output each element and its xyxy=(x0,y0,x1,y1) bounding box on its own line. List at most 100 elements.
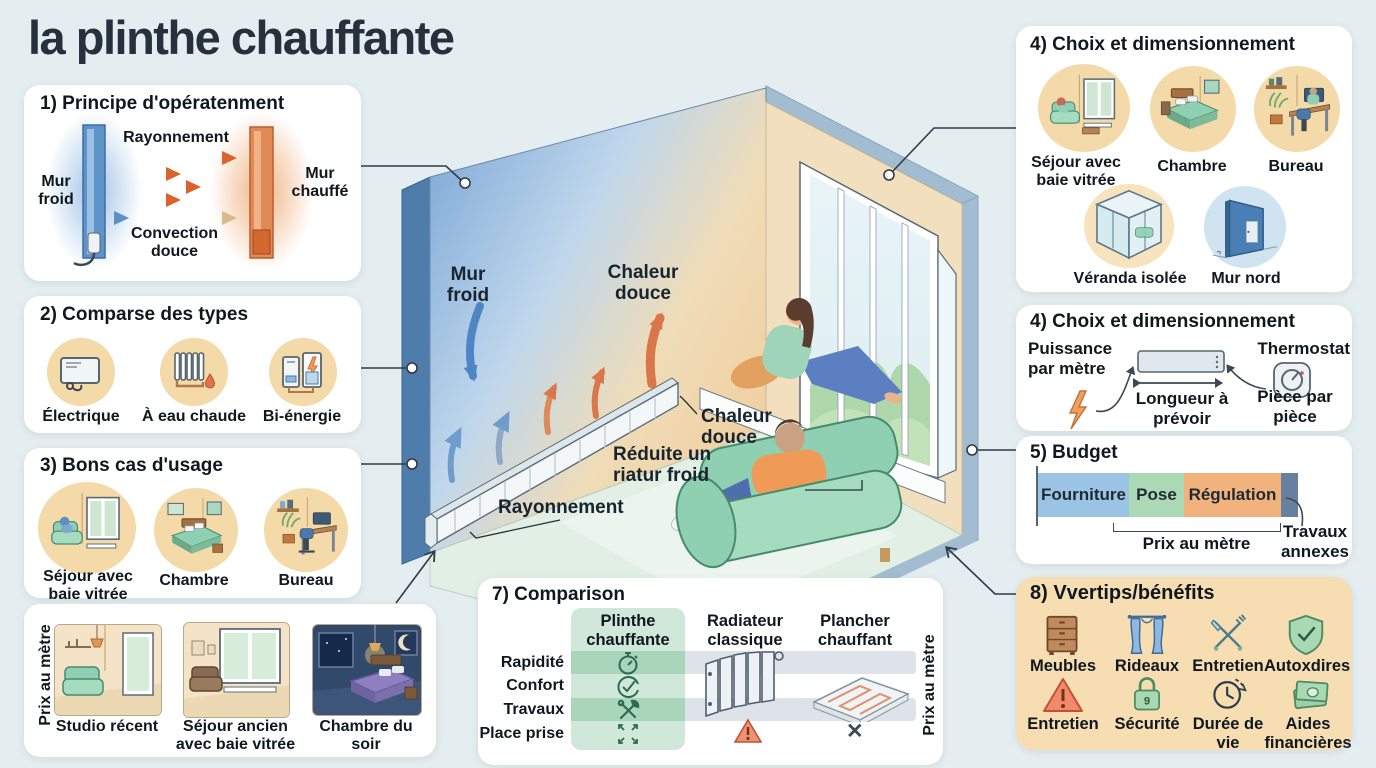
sizing-office-label: Bureau xyxy=(1268,158,1324,175)
sizing-specs-card: 4) Choix et dimensionnement Puissance pa… xyxy=(1016,305,1352,431)
office-icon xyxy=(277,496,337,555)
benefits-heading: 8) Vvertips/bénéfits xyxy=(1030,582,1215,604)
budget-seg-regulation: Régulation xyxy=(1184,473,1281,517)
bedroom-icon xyxy=(1160,75,1220,130)
studio-label: Studio récent xyxy=(55,718,159,735)
thermostat-label: Thermostat xyxy=(1257,339,1350,358)
budget-annex-curve xyxy=(1285,497,1304,527)
benefit-rideaux-label: Rideaux xyxy=(1114,657,1180,675)
types-card: 2) Comparse des types xyxy=(24,296,361,433)
radiator-classic-illustration xyxy=(705,651,784,718)
benefit-duree-label: Durée de vie xyxy=(1192,715,1264,752)
floor-heating-illustration xyxy=(812,677,910,722)
type-dual-energy-label: Bi-énergie xyxy=(262,408,342,425)
sizing-living-room-label: Séjour avec baie vitrée xyxy=(1031,154,1121,190)
scene-cold-wall-note-label: Réduite un riatur froid xyxy=(613,444,712,487)
benefit-entretien-label: Entretien xyxy=(1192,657,1264,675)
airflow-arrows xyxy=(444,302,665,483)
use-case-living-room xyxy=(38,482,136,574)
expand-arrows-icon xyxy=(618,724,638,744)
warning-icon xyxy=(1043,678,1083,712)
woman-on-window-seat xyxy=(730,297,902,404)
principle-card: 1) Principe d'opératenment xyxy=(24,85,361,281)
plinthe-column-highlight xyxy=(571,608,685,750)
plinthe-cell-rapidite xyxy=(571,651,685,674)
type-electric-label: Électrique xyxy=(42,408,120,425)
scene-warm-air-right-label: Chaleur douce xyxy=(701,406,772,449)
budget-annex-label: Travaux annexes xyxy=(1280,522,1350,561)
comparison-row-place: Place prise xyxy=(479,725,565,742)
comparison-col-plancher: Plancher chauffant xyxy=(817,612,893,649)
benefits-card: 8) Vvertips/bénéfits xyxy=(1016,577,1352,752)
veranda-icon xyxy=(1094,189,1164,260)
baseboard-heater xyxy=(424,377,679,549)
budget-card: 5) Budget Fourniture Pose Régulation Pri… xyxy=(1016,436,1352,564)
padlock-icon: 9 xyxy=(1134,677,1160,711)
use-case-bedroom-label: Chambre xyxy=(159,572,229,589)
sizing-rooms-heading: 4) Choix et dimensionnement xyxy=(1030,34,1295,55)
cutlery-icon xyxy=(1210,614,1247,651)
lightning-icon xyxy=(1068,390,1088,430)
living-room-icon xyxy=(51,492,120,549)
budget-seg-pose: Pose xyxy=(1129,473,1184,517)
types-heading: 2) Comparse des types xyxy=(40,304,249,325)
radiation-label: Rayonnement xyxy=(123,129,229,146)
power-label: Puissance par mètre xyxy=(1028,339,1113,378)
use-case-bedroom xyxy=(154,488,238,572)
banknotes-icon xyxy=(1293,680,1329,709)
dresser-icon xyxy=(1046,615,1078,655)
sizing-rooms-card: 4) Choix et dimensionnement xyxy=(1016,26,1352,292)
benefit-entretien2-label: Entretien xyxy=(1027,715,1099,733)
sizing-north-wall-label: Mur nord xyxy=(1211,270,1281,287)
principle-heading: 1) Principe d'opératenment xyxy=(40,93,285,114)
type-hot-water-label: À eau chaude xyxy=(141,408,247,425)
bedroom-icon xyxy=(167,497,223,554)
lifetime-clock-icon xyxy=(1213,678,1247,709)
budget-bracket xyxy=(1113,523,1281,532)
budget-axis-tick xyxy=(1036,466,1038,526)
night-bedroom-tile xyxy=(312,624,422,716)
scene-warm-air-top-label: Chaleur douce xyxy=(607,262,679,305)
type-electric xyxy=(47,338,115,406)
plug-icon xyxy=(87,232,101,254)
comparison-row-travaux: Travaux xyxy=(503,701,564,718)
old-living-room-tile xyxy=(183,622,290,718)
cold-wall-label: Mur froid xyxy=(38,173,74,209)
old-living-room-scene xyxy=(184,623,289,717)
page-title: la plinthe chauffante xyxy=(28,11,455,64)
studio-tile xyxy=(54,624,162,716)
per-room-label: Pièce par pièce xyxy=(1257,387,1333,426)
electric-convector-icon xyxy=(60,357,100,392)
sizing-north-wall xyxy=(1204,186,1286,268)
thermostat-dial-icon xyxy=(1273,362,1311,398)
office-icon xyxy=(1265,74,1331,136)
use-case-office xyxy=(264,488,348,572)
dual-energy-icon xyxy=(282,352,322,393)
comparison-heading: 7) Comparison xyxy=(492,584,626,605)
budget-seg-annex xyxy=(1281,473,1298,517)
budget-bracket-label: Prix au mètre xyxy=(1142,534,1251,553)
use-case-living-room-label: Séjour avec baie vitrée xyxy=(43,568,133,604)
type-hot-water xyxy=(160,338,228,406)
length-label: Longueur à prévoir xyxy=(1135,389,1229,428)
sizing-specs-heading: 4) Choix et dimensionnement xyxy=(1030,311,1295,332)
sizing-veranda-label: Véranda isolée xyxy=(1073,270,1187,287)
scene-radiation-label: Rayonnement xyxy=(498,497,624,518)
cross-mark-icon: ✕ xyxy=(846,720,864,743)
living-room-icon xyxy=(1049,74,1116,135)
check-circle-icon xyxy=(617,676,639,698)
recent-studio-scene xyxy=(55,625,161,715)
night-bedroom-label: Chambre du soir xyxy=(319,718,413,754)
convection-label: Convection douce xyxy=(130,225,219,261)
svg-text:9: 9 xyxy=(1144,695,1150,707)
budget-bar: Fourniture Pose Régulation xyxy=(1038,473,1298,517)
sizing-specs-diagram xyxy=(1068,350,1311,430)
comparison-card: 7) Comparison Plinthe chauffante Radiate… xyxy=(478,578,943,765)
night-bedroom-scene xyxy=(313,625,421,715)
budget-heading: 5) Budget xyxy=(1030,442,1118,463)
sizing-living-room xyxy=(1038,64,1130,152)
sizing-office xyxy=(1254,66,1340,152)
curtains-icon xyxy=(1127,614,1167,654)
benefit-meubles-label: Meubles xyxy=(1029,657,1097,675)
